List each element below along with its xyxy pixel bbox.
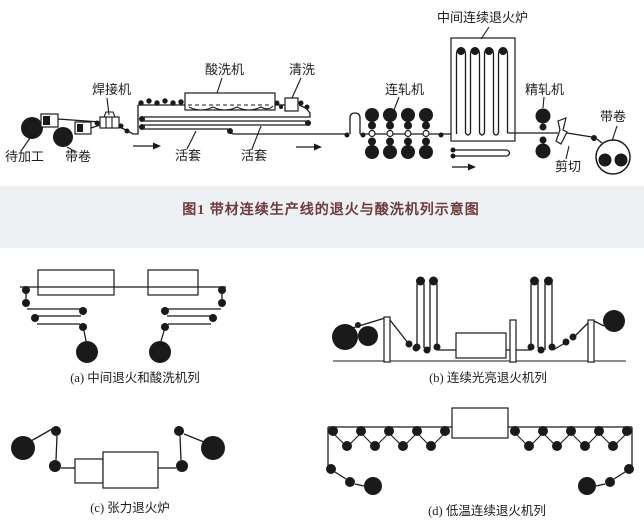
label-annealing-furnace: 中间连续退火炉 — [437, 10, 529, 25]
flow-arrow-1 — [133, 142, 161, 150]
recoiler — [566, 125, 631, 175]
caption-band — [0, 186, 644, 248]
annealing-furnace — [450, 26, 535, 159]
subfigure-c-diagram — [11, 426, 225, 489]
uncoiler-coil — [53, 121, 101, 152]
subfigure-b-caption: (b) 连续光亮退火机列 — [429, 371, 547, 385]
subfigure-b: (b) 连续光亮退火机列 — [300, 258, 644, 392]
finishing-mill-stand — [535, 96, 558, 159]
shear-unit — [555, 117, 570, 160]
label-pickling: 酸洗机 — [205, 62, 245, 77]
festoon-right — [510, 426, 634, 495]
festoon-left — [326, 426, 450, 495]
figure1-caption: 图1 带材连续生产线的退火与酸洗机列示意图 — [182, 203, 480, 218]
subfigure-d-caption: (d) 低温连续退火机列 — [428, 504, 546, 518]
subfigure-a-caption: (a) 中间退火和酸洗机列 — [70, 371, 200, 385]
label-to-process: 待加工 — [5, 149, 45, 164]
label-looper-2: 活套 — [241, 148, 268, 163]
label-finishing-mill: 精轧机 — [525, 82, 565, 97]
looper-section — [139, 100, 348, 150]
label-tandem-mill: 连轧机 — [385, 82, 425, 97]
label-coil-right: 带卷 — [600, 109, 627, 124]
subfigure-b-diagram — [332, 276, 626, 363]
subfigure-c: (c) 张力退火炉 — [8, 398, 298, 525]
label-shear: 剪切 — [555, 159, 582, 174]
label-coil-left: 带卷 — [65, 149, 92, 164]
tandem-mill-stands — [365, 96, 444, 159]
rinse-unit — [274, 77, 302, 112]
subfigure-a: (a) 中间退火和酸洗机列 — [8, 258, 298, 392]
label-looper-1: 活套 — [175, 148, 202, 163]
subfigure-a-diagram — [20, 269, 226, 363]
pickling-entry-strip — [118, 98, 185, 135]
uncoiler-entry — [20, 113, 101, 152]
subfigure-d: (d) 低温连续退火机列 — [300, 398, 644, 525]
subfigure-c-caption: (c) 张力退火炉 — [90, 501, 170, 515]
label-rinse: 清洗 — [289, 62, 316, 77]
figure1-diagram — [20, 26, 631, 175]
pickling-tank — [184, 77, 276, 111]
label-welder: 焊接机 — [92, 82, 132, 97]
welder-machine — [94, 97, 124, 129]
flow-arrow-2 — [296, 143, 322, 151]
subfigure-d-diagram — [326, 407, 634, 495]
flow-arrow-3 — [452, 163, 476, 171]
